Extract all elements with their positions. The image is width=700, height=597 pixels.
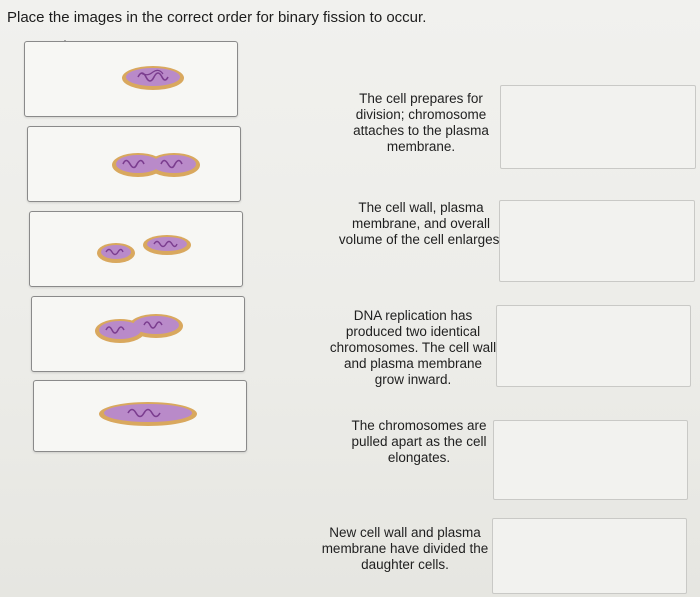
image-card-4[interactable]	[31, 296, 245, 372]
step-description-2: The cell wall, plasma membrane, and over…	[338, 200, 504, 247]
constricting-cell-image	[112, 153, 200, 177]
separated-cells-image	[97, 235, 191, 263]
step-description-1: The cell prepares for division; chromoso…	[353, 91, 489, 154]
single-cell-image	[122, 66, 184, 90]
drop-target-2[interactable]	[499, 200, 695, 282]
dividing-cell-image	[95, 314, 183, 343]
drop-target-1[interactable]	[500, 85, 696, 169]
step-description-3: DNA replication has produced two identic…	[329, 308, 497, 387]
image-card-2[interactable]	[27, 126, 241, 202]
image-card-3[interactable]	[29, 211, 243, 287]
image-card-5[interactable]	[33, 380, 247, 452]
step-description-5: New cell wall and plasma membrane have d…	[321, 525, 489, 572]
drop-target-4[interactable]	[493, 420, 688, 500]
step-description-4: The chromosomes are pulled apart as the …	[351, 418, 487, 465]
drop-target-3[interactable]	[496, 305, 691, 387]
elongated-cell-image	[99, 402, 197, 426]
drop-target-5[interactable]	[492, 518, 687, 594]
image-card-1[interactable]	[24, 41, 238, 117]
instruction-text: Place the images in the correct order fo…	[7, 9, 427, 26]
